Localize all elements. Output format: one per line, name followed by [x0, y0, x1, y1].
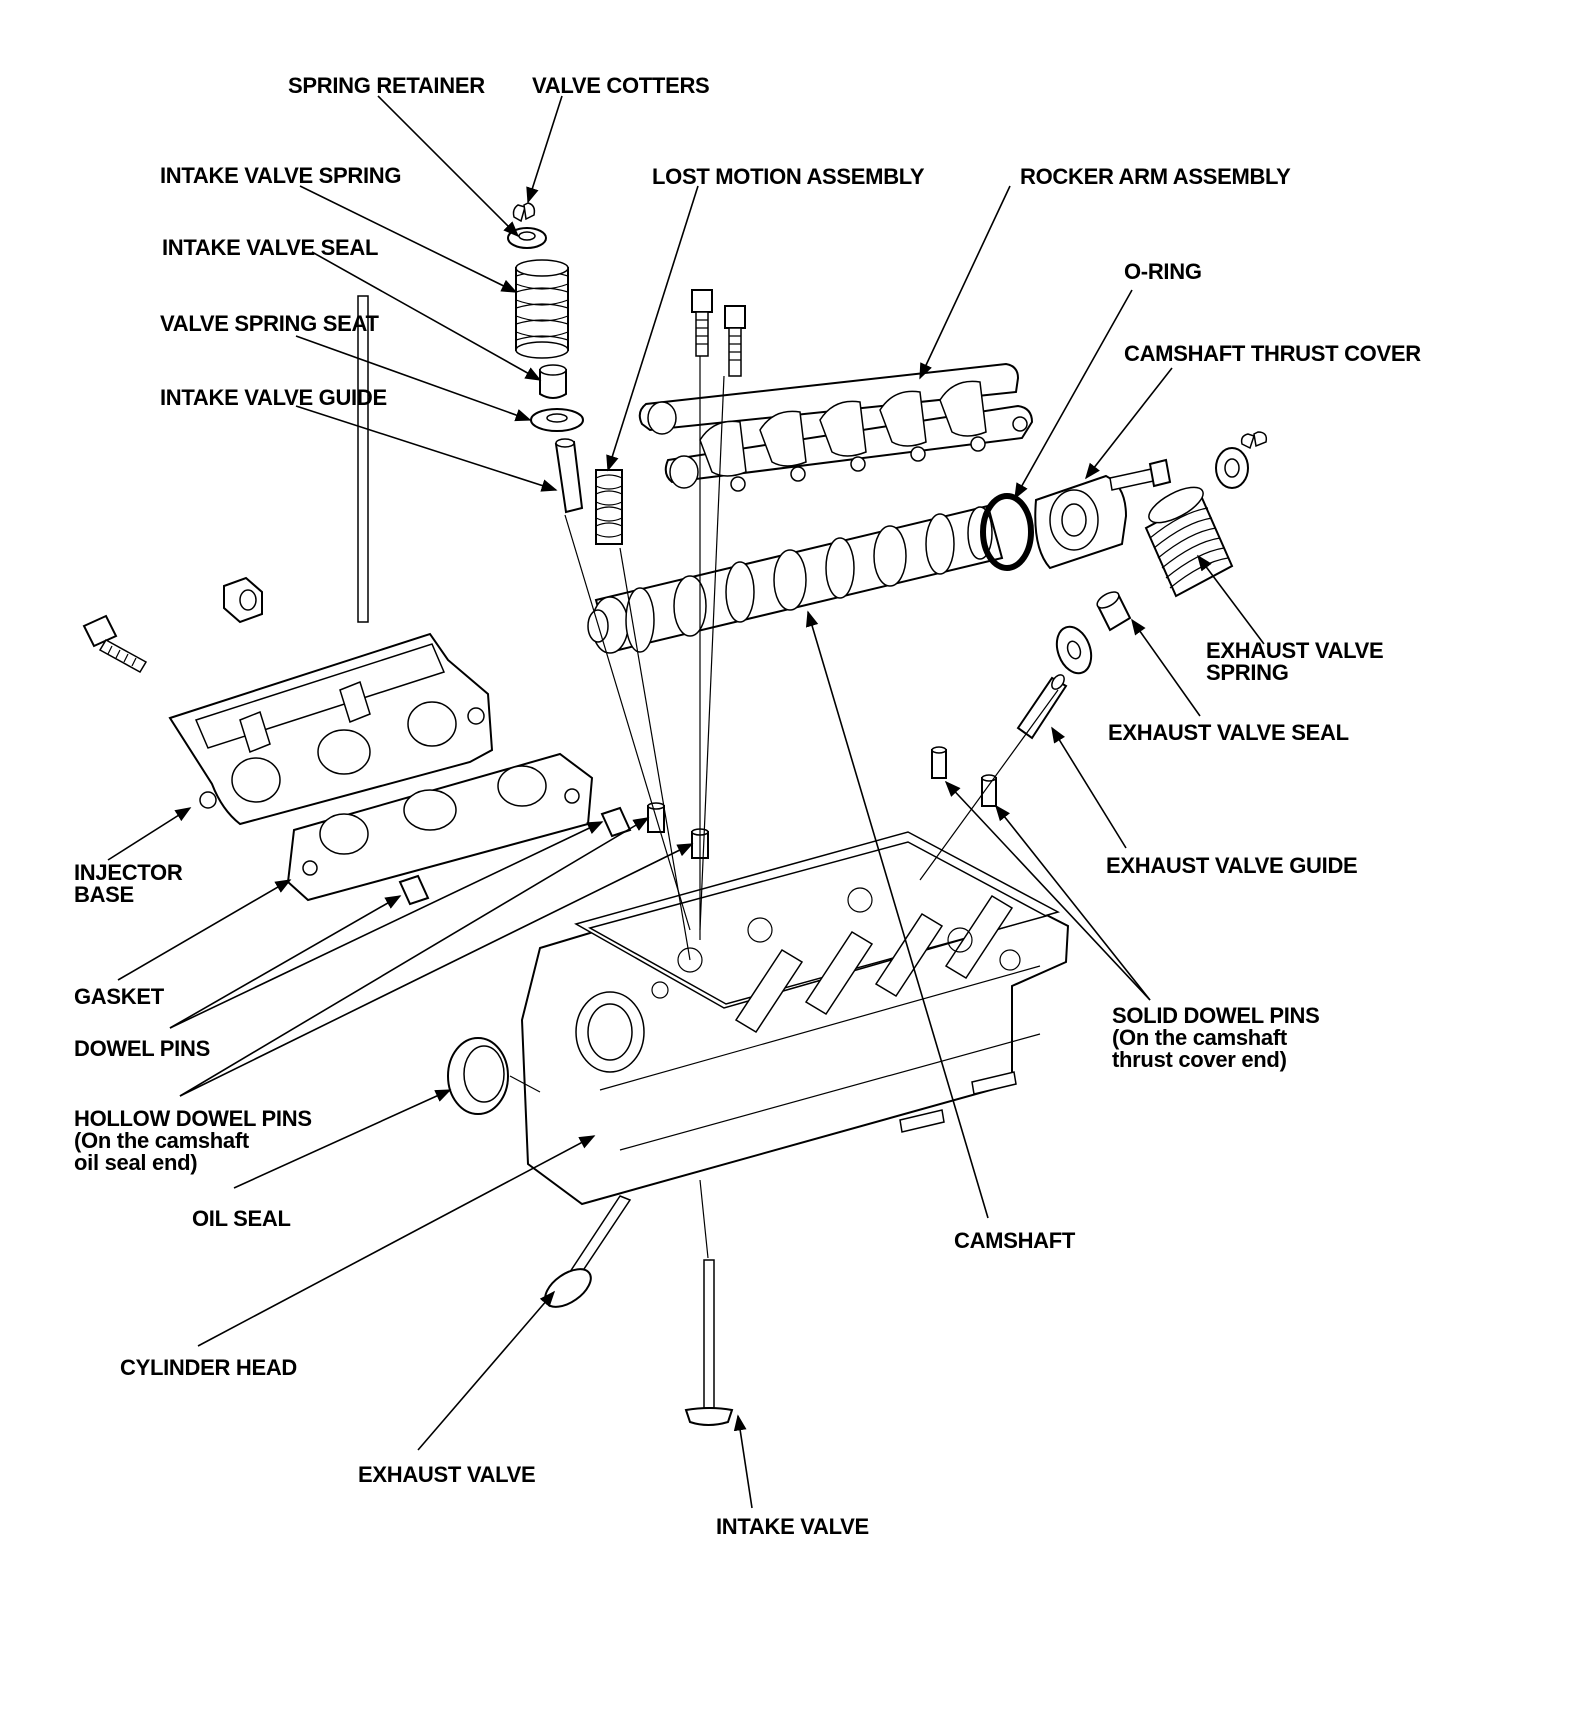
label-intake-valve-seal: INTAKE VALVE SEAL	[162, 235, 379, 260]
label-solid-dowel-pins: SOLID DOWEL PINS (On the camshaft thrust…	[1112, 1003, 1320, 1072]
injector-base-nut-part	[223, 576, 263, 624]
valve-spring-seat-part	[530, 408, 584, 432]
leader-lines	[107, 95, 1265, 1509]
label-camshaft-thrust-cover: CAMSHAFT THRUST COVER	[1124, 341, 1421, 366]
intake-valve-spring-part	[515, 259, 569, 359]
intake-valve-seal-part	[539, 364, 567, 399]
label-cylinder-head: CYLINDER HEAD	[120, 1355, 297, 1380]
camshaft-part	[587, 504, 1004, 654]
label-exhaust-valve-spring-line1: EXHAUST VALVE	[1206, 638, 1384, 663]
lost-motion-assembly-part	[595, 469, 623, 545]
exhaust-valve-cotters-part	[1240, 431, 1268, 450]
dowel-pins-part	[398, 806, 632, 906]
oil-seal-part	[447, 1037, 509, 1115]
exhaust-spring-seat-part	[1055, 625, 1093, 675]
label-injector-base-line1: INJECTOR	[74, 860, 183, 885]
exhaust-valve-seal-part	[1096, 591, 1132, 632]
exhaust-valve-spring-part	[1144, 486, 1234, 598]
label-exhaust-valve-seal: EXHAUST VALVE SEAL	[1108, 720, 1349, 745]
label-solid-dowel-pins-line1: SOLID DOWEL PINS	[1112, 1003, 1320, 1028]
label-lost-motion-assembly: LOST MOTION ASSEMBLY	[652, 164, 925, 189]
label-solid-dowel-pins-line3: thrust cover end)	[1112, 1047, 1287, 1072]
injector-base-bolt-part	[82, 614, 148, 674]
label-intake-valve-guide: INTAKE VALVE GUIDE	[160, 385, 387, 410]
rocker-arm-assembly-part	[638, 362, 1034, 492]
label-exhaust-valve: EXHAUST VALVE	[358, 1462, 536, 1487]
label-hollow-dowel-pins-line3: oil seal end)	[74, 1150, 198, 1175]
cylinder-head-part	[520, 831, 1070, 1206]
exhaust-spring-retainer-part	[1215, 447, 1249, 489]
label-oil-seal: OIL SEAL	[192, 1206, 291, 1231]
label-camshaft: CAMSHAFT	[954, 1228, 1076, 1253]
label-exhaust-valve-spring: EXHAUST VALVE SPRING	[1206, 638, 1384, 685]
thrust-cover-bolt-part	[1109, 458, 1172, 491]
label-exhaust-valve-guide: EXHAUST VALVE GUIDE	[1106, 853, 1358, 878]
rocker-arm-bolts-part	[691, 289, 746, 377]
solid-dowel-pins-part	[931, 746, 997, 807]
injector-stud-part	[357, 295, 369, 623]
hollow-dowel-pins-part	[647, 802, 709, 859]
injector-base-part	[168, 632, 494, 826]
camshaft-thrust-cover-part	[1034, 474, 1128, 570]
label-intake-valve-spring: INTAKE VALVE SPRING	[160, 163, 402, 188]
intake-valve-part	[684, 1259, 734, 1426]
label-injector-base-line2: BASE	[74, 882, 134, 907]
label-valve-spring-seat: VALVE SPRING SEAT	[160, 311, 379, 336]
label-dowel-pins: DOWEL PINS	[74, 1036, 210, 1061]
label-intake-valve: INTAKE VALVE	[716, 1514, 869, 1539]
intake-valve-guide-part	[554, 438, 584, 514]
o-ring-part	[980, 493, 1034, 571]
label-hollow-dowel-pins: HOLLOW DOWEL PINS (On the camshaft oil s…	[74, 1108, 312, 1174]
label-hollow-dowel-pins-line2: (On the camshaft	[74, 1128, 249, 1153]
label-o-ring: O-RING	[1124, 259, 1202, 284]
label-valve-cotters: VALVE COTTERS	[532, 73, 710, 98]
exhaust-valve-part	[544, 1195, 632, 1308]
exhaust-valve-guide-part	[1016, 674, 1068, 740]
label-spring-retainer: SPRING RETAINER	[288, 73, 485, 98]
label-hollow-dowel-pins-line1: HOLLOW DOWEL PINS	[74, 1106, 312, 1131]
label-exhaust-valve-spring-line2: SPRING	[1206, 660, 1289, 685]
valve-cotters-part	[512, 202, 536, 223]
label-injector-base: INJECTOR BASE	[74, 860, 183, 907]
label-gasket: GASKET	[74, 984, 164, 1009]
label-solid-dowel-pins-line2: (On the camshaft	[1112, 1025, 1287, 1050]
label-rocker-arm-assembly: ROCKER ARM ASSEMBLY	[1020, 164, 1291, 189]
gasket-part	[286, 752, 594, 902]
